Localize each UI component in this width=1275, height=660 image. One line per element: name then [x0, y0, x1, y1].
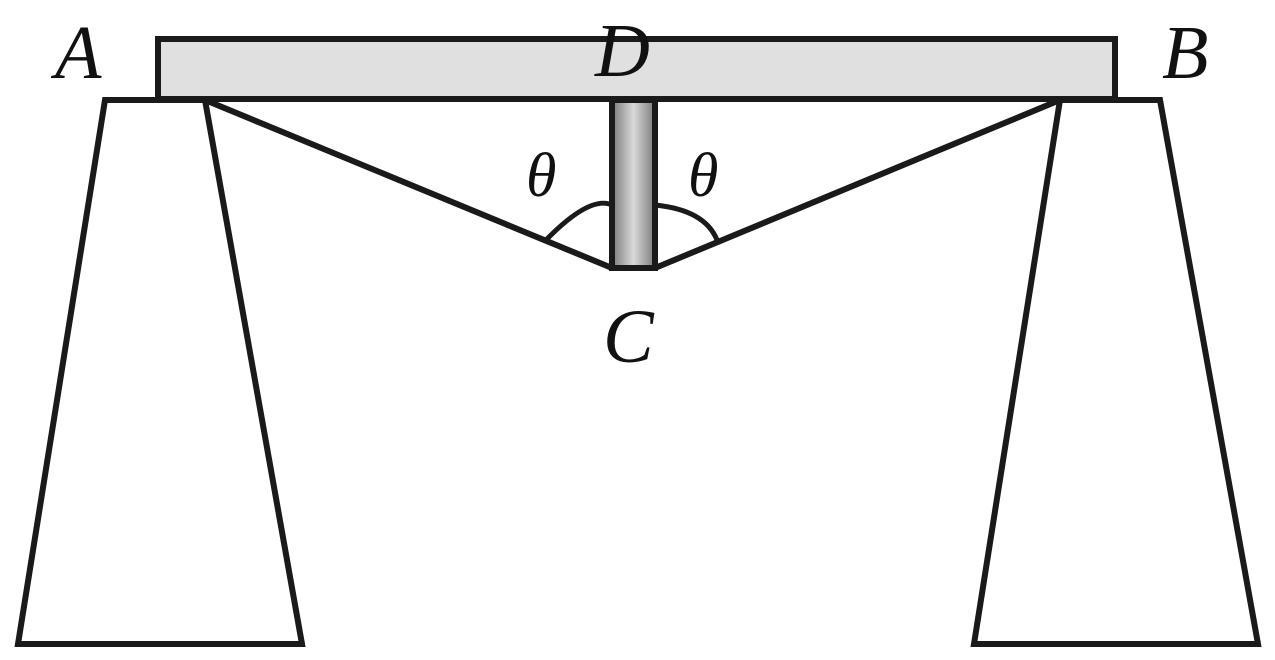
- cable-bc: [652, 97, 1063, 271]
- label-d: D: [594, 9, 650, 93]
- right-pillar: [970, 97, 1262, 647]
- cable-ac: [202, 97, 615, 271]
- angle-arc-right: [654, 202, 720, 242]
- rod-dc: [609, 97, 658, 271]
- label-a: A: [50, 11, 102, 95]
- angle-label-right: θ: [688, 142, 718, 210]
- angle-arc-left: [544, 200, 614, 242]
- angle-label-left: θ: [526, 142, 556, 210]
- left-pillar: [14, 97, 306, 647]
- label-b: B: [1162, 11, 1208, 95]
- label-c: C: [603, 295, 655, 379]
